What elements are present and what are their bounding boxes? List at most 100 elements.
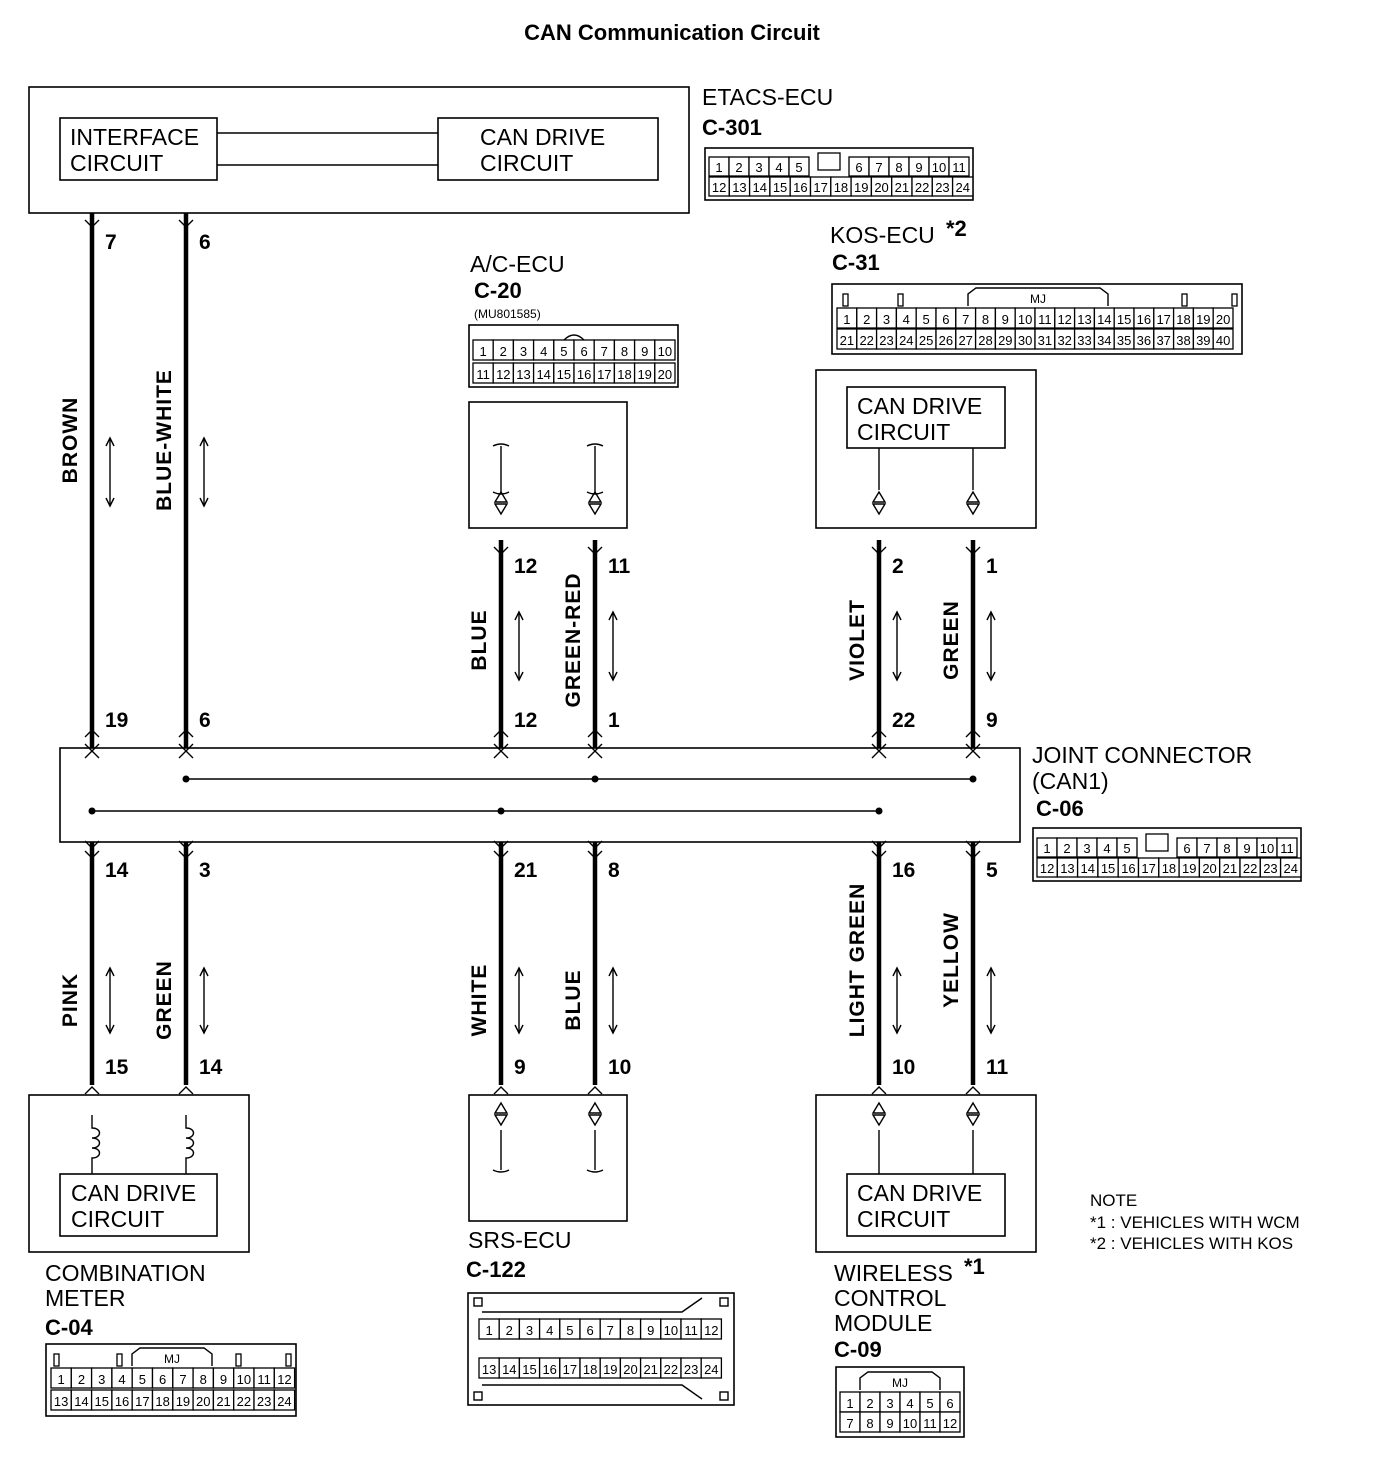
wire-color-label: GREEN: [153, 960, 176, 1040]
mj-key: [967, 287, 1109, 306]
connector-pin-label: 19: [637, 367, 651, 382]
connector-pin-label: 20: [623, 1362, 637, 1377]
connector-pin-label: 10: [1018, 312, 1032, 327]
connector-pin-label: 18: [1162, 861, 1176, 876]
wire-color-label: YELLOW: [940, 912, 963, 1008]
connector-pin-label: 8: [1223, 841, 1230, 856]
connector-terminal: [587, 840, 603, 859]
pin-number: 19: [105, 709, 128, 732]
connector-pin-label: 22: [237, 1394, 251, 1409]
connector-pin-label: 1: [846, 1396, 853, 1411]
connector-cell: [654, 339, 676, 361]
connector-pin-label: 12: [1057, 312, 1071, 327]
kos-ecu-name: KOS-ECU: [830, 222, 935, 248]
connector-pin-label: 17: [1156, 312, 1170, 327]
connector-pin-label: 4: [775, 160, 782, 175]
connector-pin-label: 9: [641, 344, 648, 359]
meter-name-2: METER: [45, 1285, 126, 1311]
connector-pin-label: 11: [1280, 841, 1294, 856]
srs-name: SRS-ECU: [468, 1227, 572, 1253]
connector-pin-label: 16: [577, 367, 591, 382]
connector-pin-label: 7: [601, 344, 608, 359]
wcm-name-3: MODULE: [834, 1310, 932, 1336]
connector-pin-label: 13: [1077, 312, 1091, 327]
joint-name-2: (CAN1): [1032, 768, 1109, 794]
connector-pin-label: 4: [1103, 841, 1110, 856]
kos-ecu-code: C-31: [832, 250, 880, 275]
connector-outline: [467, 1292, 735, 1406]
pin-number: 14: [199, 1056, 223, 1079]
pin-number: 12: [514, 709, 537, 732]
connector-cell: [948, 156, 970, 177]
pin-number: 6: [199, 709, 211, 732]
connector-pin-label: 22: [1243, 861, 1257, 876]
connector-terminal: [871, 743, 887, 759]
connector-pin-label: 8: [982, 312, 989, 327]
meter-can-drive-label-1: CAN DRIVE: [71, 1180, 196, 1206]
connector-latch: [1231, 293, 1238, 307]
connector-outline: [835, 1366, 965, 1438]
etacs-code: C-301: [702, 115, 762, 140]
connector-pin-label: 20: [874, 180, 888, 195]
connector-pin-label: 24: [899, 333, 913, 348]
connector-pin-label: 13: [482, 1362, 496, 1377]
connector-pin-label: 14: [753, 180, 767, 195]
connector-pin-label: 14: [74, 1394, 88, 1409]
pin-number: 10: [892, 1056, 915, 1079]
connector-pin-label: 2: [735, 160, 742, 175]
connector-pin-label: 3: [755, 160, 762, 175]
connector-pin-label: 19: [603, 1362, 617, 1377]
connector-pin-label: 7: [846, 1416, 853, 1431]
interface-circuit-label-2: CIRCUIT: [70, 150, 163, 176]
connector-terminal: [178, 840, 194, 859]
connector-pin-label: 19: [176, 1394, 190, 1409]
connector-pin-label: 7: [179, 1372, 186, 1387]
connector-pin-label: 33: [1077, 333, 1091, 348]
mj-key: [131, 1347, 213, 1366]
connector-pin-label: 1: [1043, 841, 1050, 856]
connector-terminal: [493, 546, 509, 555]
connector-pin-label: 15: [773, 180, 787, 195]
connector-pin-label: 12: [712, 180, 726, 195]
connector-pin-label: 11: [1038, 312, 1052, 327]
pin-number: 21: [514, 859, 538, 882]
wcm-can-drive-label-2: CIRCUIT: [857, 1206, 950, 1232]
connector-pin-label: 9: [647, 1323, 654, 1338]
connector-terminal: [871, 546, 887, 555]
connector-terminal: [965, 743, 981, 759]
connector-terminal: [871, 840, 887, 859]
ac-ecu-part: (MU801585): [474, 307, 541, 321]
connector-pin-label: 34: [1097, 333, 1111, 348]
connector-pin-label: 6: [586, 1323, 593, 1338]
wiring: 7191415BROWNPINK66314BLUE-WHITEGREEN1212…: [59, 213, 1009, 1127]
connector-pin-label: 40: [1216, 333, 1230, 348]
connector-terminal: [84, 219, 100, 228]
connector-pin-label: 7: [875, 160, 882, 175]
connector-pin-label: 13: [732, 180, 746, 195]
connector-pin-label: 2: [863, 312, 870, 327]
connector-pin-label: 5: [566, 1323, 573, 1338]
etacs-can-drive-label-1: CAN DRIVE: [480, 124, 605, 150]
signal-direction-arrowheads: [199, 966, 209, 1035]
connector-pin-label: 11: [257, 1372, 271, 1387]
connector-pin-label: 1: [843, 312, 850, 327]
connector-cell: [273, 1389, 296, 1411]
wcm-can-drive-label-1: CAN DRIVE: [857, 1180, 982, 1206]
connector-pin-label: 30: [1018, 333, 1032, 348]
etacs-ecu: INTERFACE CIRCUIT CAN DRIVE CIRCUIT ETAC…: [28, 84, 974, 214]
connector-pin-label: 13: [1060, 861, 1074, 876]
connector-pin-label: 21: [643, 1362, 657, 1377]
connector-pin-label: 18: [617, 367, 631, 382]
bidirectional-port-symbol: [965, 490, 981, 516]
signal-direction-arrowheads: [608, 966, 618, 1035]
connector-pin-label: 23: [879, 333, 893, 348]
connector-cell: [1279, 857, 1302, 878]
note-heading: NOTE: [1090, 1191, 1137, 1210]
meter-name-1: COMBINATION: [45, 1260, 206, 1286]
